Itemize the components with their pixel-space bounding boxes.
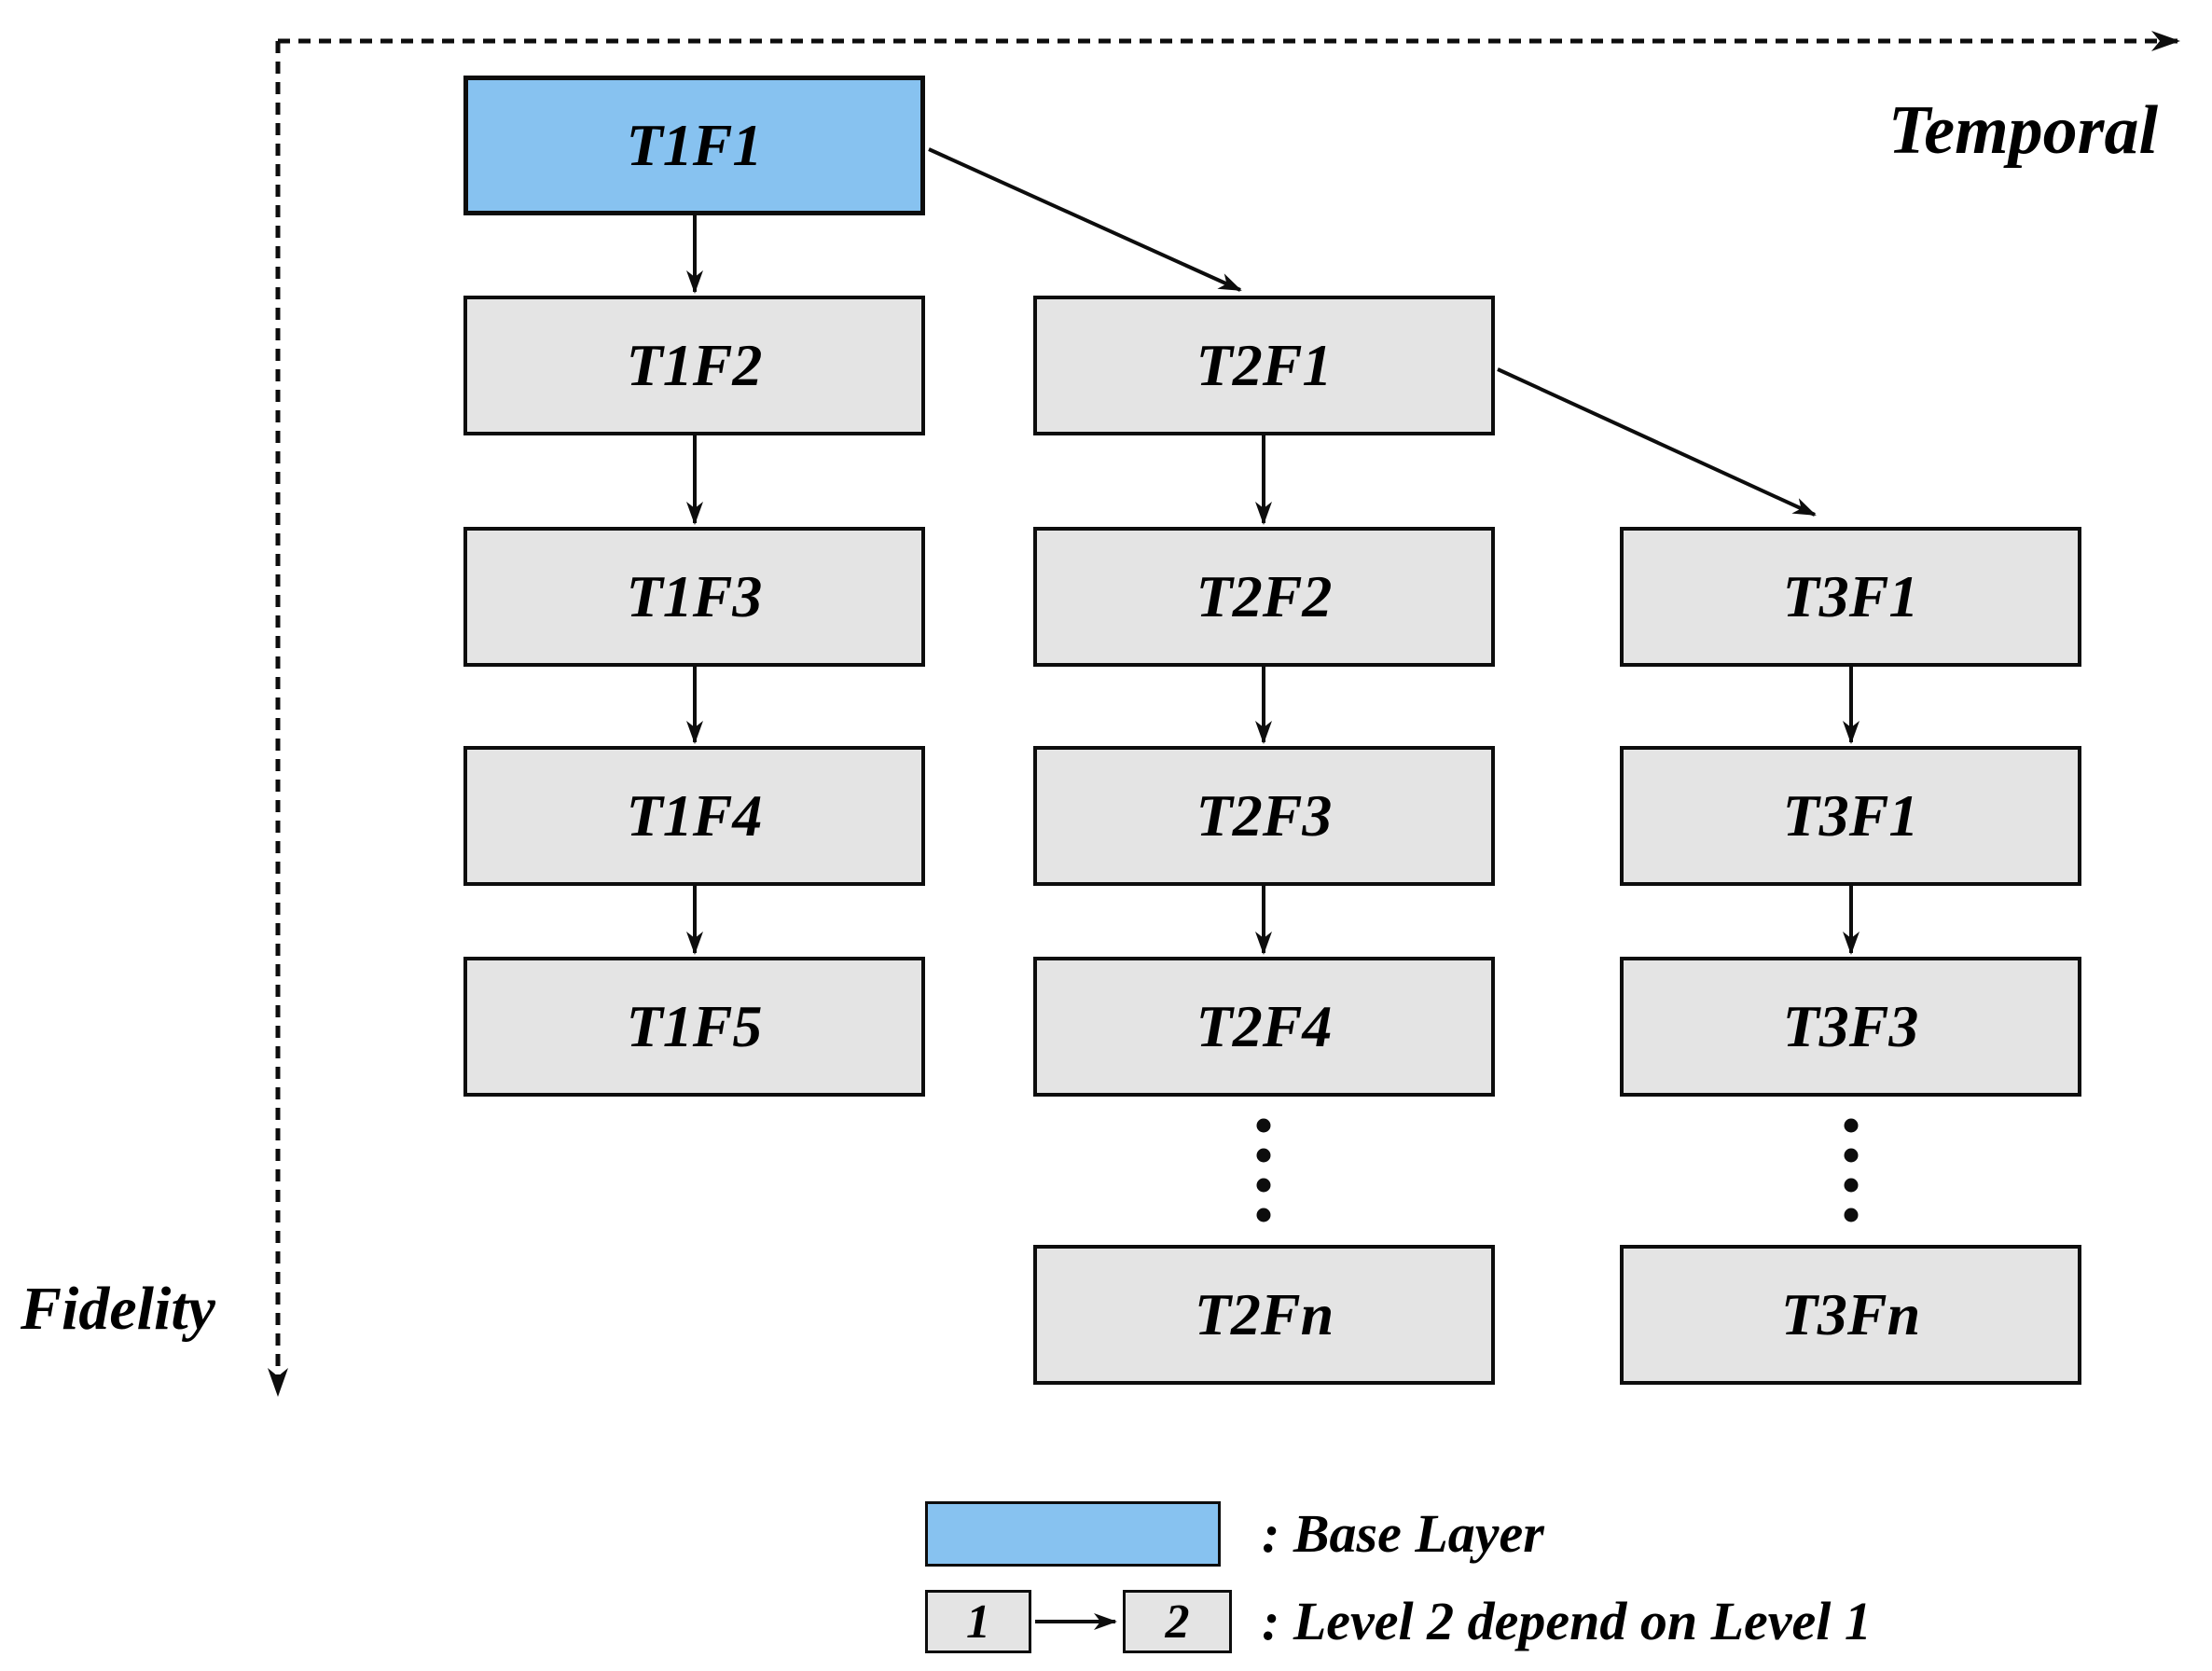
fidelity-axis-label: Fidelity [21, 1275, 215, 1343]
box-t2f2: T2F2 [1033, 527, 1495, 667]
box-t1f2: T1F2 [463, 296, 925, 435]
box-t2f1: T2F1 [1033, 296, 1495, 435]
arrow-t1f1-t2f1 [928, 147, 1242, 292]
box-t2f4: T2F4 [1033, 957, 1495, 1097]
box-t3f1-b: T3F1 [1620, 746, 2081, 886]
ellipsis-t2 [1256, 1118, 1271, 1222]
box-t1f4: T1F4 [463, 746, 925, 886]
legend-dep-box-2: 2 [1123, 1590, 1232, 1653]
legend-dep-box-1: 1 [925, 1590, 1031, 1653]
box-t3f1-a: T3F1 [1620, 527, 2081, 667]
box-t1f1: T1F1 [463, 76, 925, 215]
box-t3fn: T3Fn [1620, 1245, 2081, 1385]
legend-base-swatch [925, 1501, 1221, 1567]
box-t3f3: T3F3 [1620, 957, 2081, 1097]
temporal-axis-label: Temporal [1887, 92, 2158, 169]
box-t2f3: T2F3 [1033, 746, 1495, 886]
ellipsis-t3 [1844, 1118, 1859, 1222]
arrow-t2f1-t3f1 [1497, 367, 1817, 517]
legend-dep-label: : Level 2 depend on Level 1 [1262, 1591, 1872, 1651]
legend-base-label: : Base Layer [1262, 1503, 1544, 1564]
box-t1f3: T1F3 [463, 527, 925, 667]
box-t2fn: T2Fn [1033, 1245, 1495, 1385]
box-t1f5: T1F5 [463, 957, 925, 1097]
